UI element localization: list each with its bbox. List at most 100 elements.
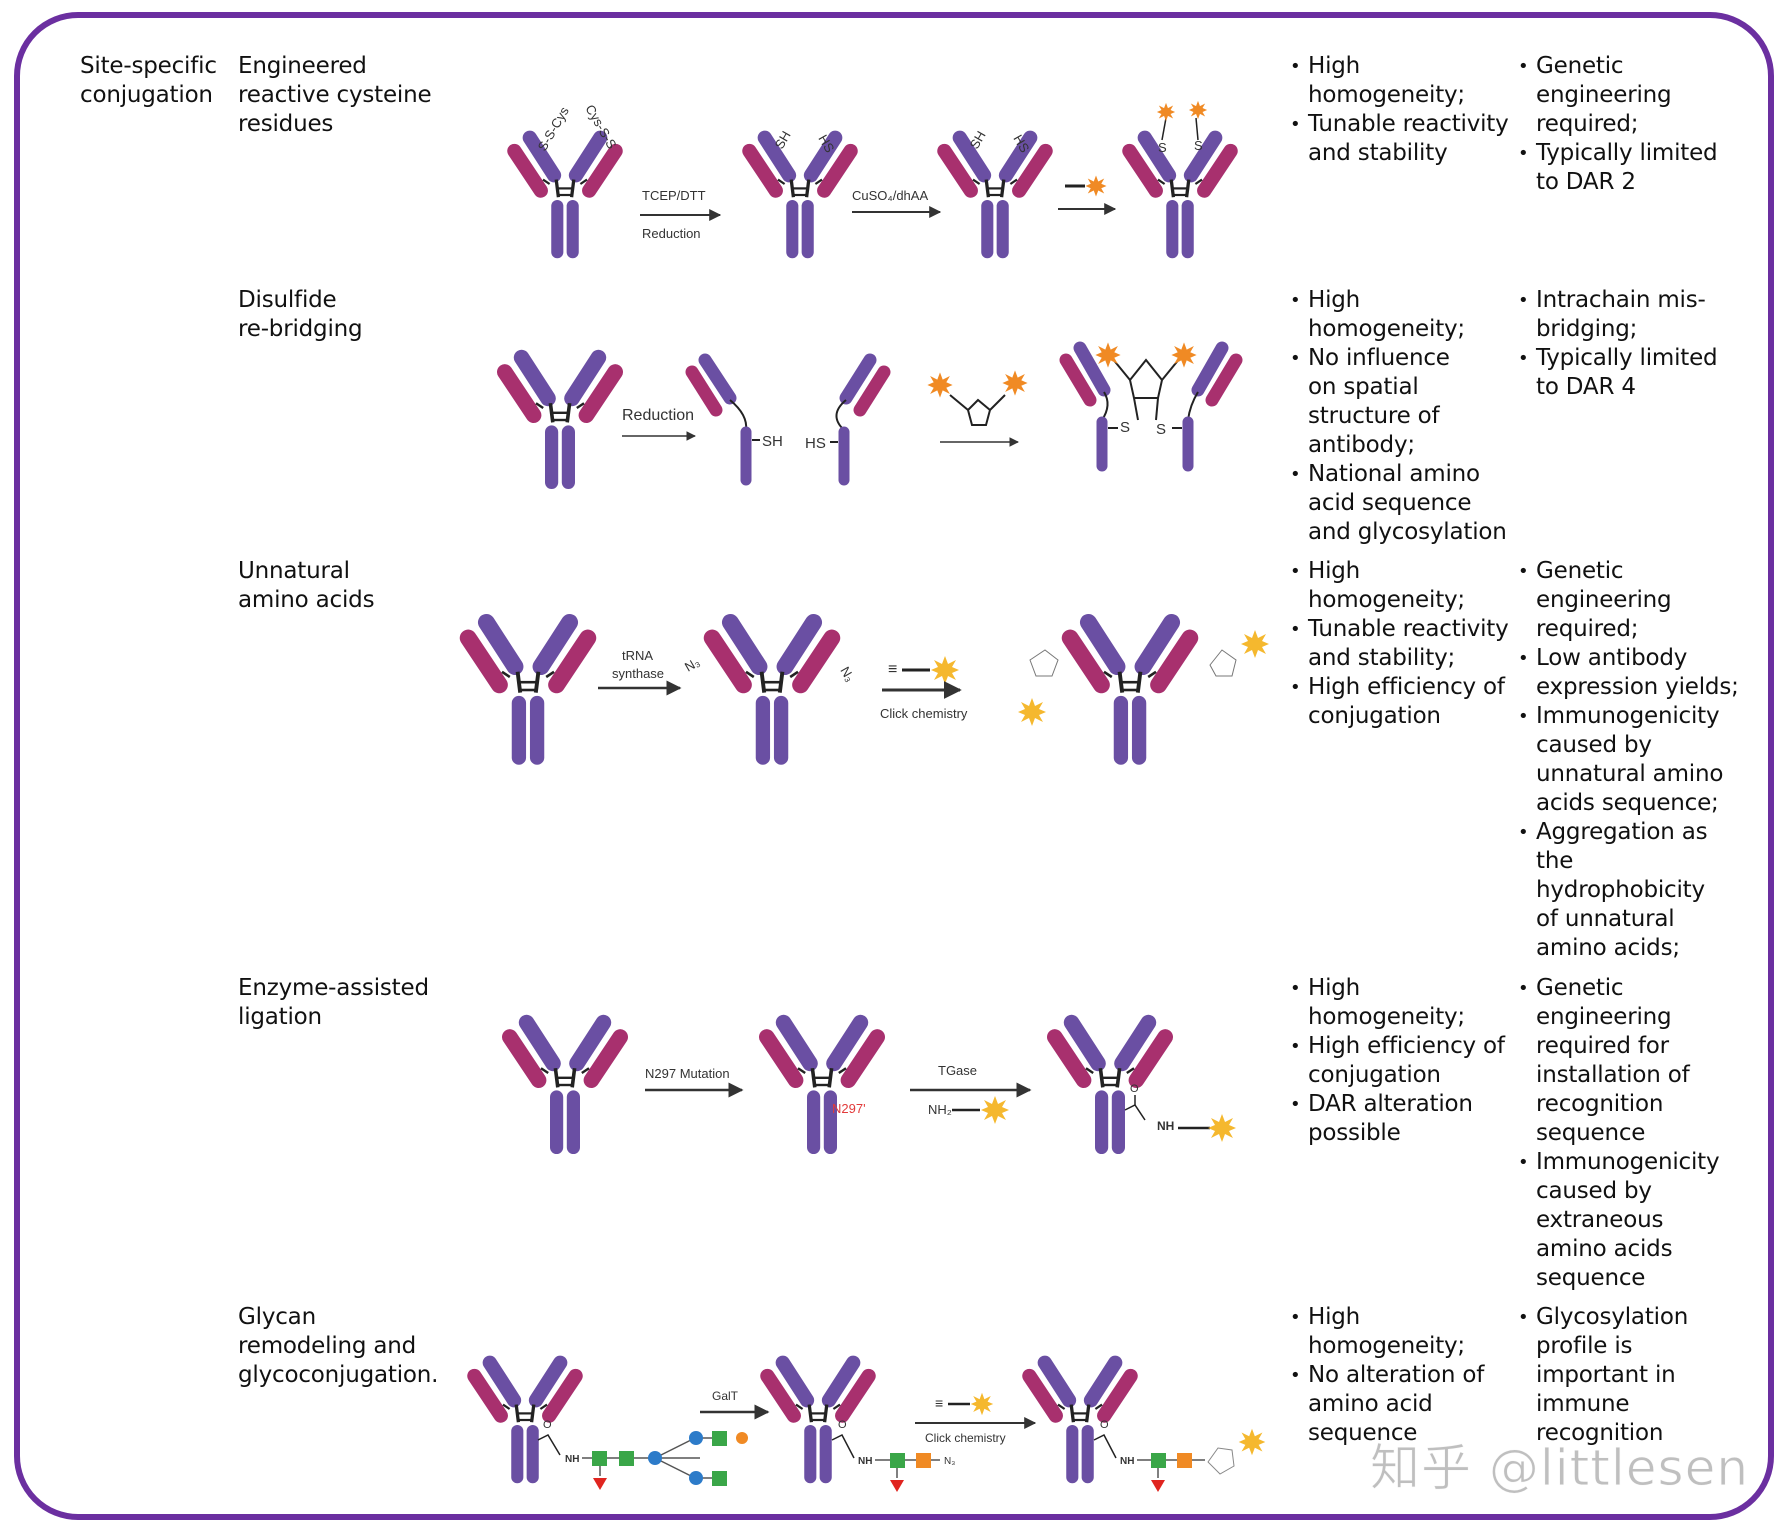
bullet-continuation: installation of xyxy=(1518,1061,1719,1090)
bullet-text: to DAR 4 xyxy=(1536,374,1636,400)
bullet-continuation: required; xyxy=(1518,615,1739,644)
bullet-text: of unnatural xyxy=(1536,906,1675,932)
bullet-continuation: unnatural amino xyxy=(1518,760,1739,789)
bullet-continuation: homogeneity; xyxy=(1290,81,1509,110)
bullet-text: acids sequence; xyxy=(1536,790,1719,816)
bullet-icon: • xyxy=(1518,143,1529,164)
bullet-line: •Typically limited xyxy=(1518,344,1718,373)
bullet-continuation: to DAR 4 xyxy=(1518,373,1717,402)
method-line: Glycan xyxy=(238,1304,316,1330)
bullet-icon: • xyxy=(1290,290,1301,311)
bullet-line: •Genetic xyxy=(1518,557,1739,586)
bullet-line: • Intrachain mis- xyxy=(1518,286,1717,315)
bullet-continuation: homogeneity; xyxy=(1290,1332,1484,1361)
bullet-line: • Genetic xyxy=(1518,52,1717,81)
bullet-text: Immunogenicity xyxy=(1536,1149,1720,1175)
bullet-text: acid sequence xyxy=(1308,490,1472,516)
watermark: 知乎 @littlesen xyxy=(1369,1439,1750,1498)
bullet-line: •Aggregation as xyxy=(1518,818,1739,847)
bullet-icon: • xyxy=(1518,1307,1529,1328)
bullet-continuation: profile is xyxy=(1518,1332,1688,1361)
bullet-text: recognition xyxy=(1536,1420,1664,1446)
bullet-icon: • xyxy=(1518,56,1529,77)
bullet-text: sequence xyxy=(1536,1120,1646,1146)
bullet-line: • National amino xyxy=(1290,460,1507,489)
bullet-continuation: bridging; xyxy=(1518,315,1717,344)
bullet-line: •Glycosylation xyxy=(1518,1303,1688,1332)
bullet-text: expression yields; xyxy=(1536,674,1739,700)
method-line: Disulfide xyxy=(238,287,337,313)
bullet-continuation: amino acid xyxy=(1290,1390,1484,1419)
bullet-icon: • xyxy=(1518,1152,1529,1173)
bullet-continuation: possible xyxy=(1290,1119,1505,1148)
bullet-text: High xyxy=(1308,53,1361,79)
bullet-line: •Low antibody xyxy=(1518,644,1739,673)
bullet-text: immune xyxy=(1536,1391,1630,1417)
bullet-icon: • xyxy=(1290,114,1301,135)
bullet-text: profile is xyxy=(1536,1333,1633,1359)
method-line: reactive cysteine xyxy=(238,82,432,108)
bullet-continuation: recognition xyxy=(1518,1090,1719,1119)
bullet-text: conjugation xyxy=(1308,1062,1441,1088)
bullet-line: • High xyxy=(1290,286,1507,315)
bullet-text: important in xyxy=(1536,1362,1676,1388)
bullet-text: No alteration of xyxy=(1308,1362,1485,1388)
bullet-text: caused by xyxy=(1536,732,1652,758)
bullet-continuation: engineering xyxy=(1518,586,1739,615)
bullet-line: •High xyxy=(1290,1303,1484,1332)
bullet-line: •High efficiency of xyxy=(1290,673,1509,702)
bullet-icon: • xyxy=(1518,290,1529,311)
bullet-text: Genetic xyxy=(1536,53,1624,79)
bullet-text: caused by xyxy=(1536,1178,1652,1204)
bullet-continuation: conjugation xyxy=(1290,1061,1505,1090)
bullet-icon: • xyxy=(1290,978,1301,999)
bullet-text: homogeneity; xyxy=(1308,1004,1465,1030)
bullet-text: structure of xyxy=(1308,403,1440,429)
disadvantages-row-2: • Intrachain mis-bridging;•Typically limi… xyxy=(1518,286,1718,402)
bullet-text: possible xyxy=(1308,1120,1401,1146)
bullet-text: National amino xyxy=(1308,461,1480,487)
bullet-icon: • xyxy=(1518,978,1529,999)
bullet-text: recognition xyxy=(1536,1091,1664,1117)
bullet-text: sequence xyxy=(1308,1420,1418,1446)
bullet-text: High efficiency of xyxy=(1308,1033,1505,1059)
bullet-text: the xyxy=(1536,848,1574,874)
category-line: conjugation xyxy=(80,82,213,108)
bullet-text: High xyxy=(1308,287,1361,313)
bullet-continuation: homogeneity; xyxy=(1290,1003,1505,1032)
bullet-text: Tunable reactivity xyxy=(1308,111,1509,137)
bullet-text: engineering xyxy=(1536,1004,1672,1030)
bullet-text: extraneous xyxy=(1536,1207,1664,1233)
bullet-continuation: engineering xyxy=(1518,1003,1719,1032)
method-label-enzyme-assisted: Enzyme-assisted ligation xyxy=(238,974,429,1032)
bullet-text: Genetic xyxy=(1536,975,1624,1001)
bullet-icon: • xyxy=(1290,464,1301,485)
bullet-line: •High xyxy=(1290,52,1509,81)
bullet-continuation: homogeneity; xyxy=(1290,315,1507,344)
bullet-text: conjugation xyxy=(1308,703,1441,729)
bullet-line: • Genetic xyxy=(1518,974,1719,1003)
bullet-text: installation of xyxy=(1536,1062,1690,1088)
bullet-line: •No influence xyxy=(1290,344,1507,373)
bullet-continuation: required; xyxy=(1518,110,1717,139)
method-line: glycoconjugation. xyxy=(238,1362,439,1388)
bullet-icon: • xyxy=(1290,619,1301,640)
bullet-continuation: structure of xyxy=(1290,402,1507,431)
bullet-continuation: the xyxy=(1518,847,1739,876)
bullet-text: amino acid xyxy=(1308,1391,1433,1417)
method-label-disulfide-rebridging: Disulfide re-bridging xyxy=(238,286,363,344)
bullet-continuation: extraneous xyxy=(1518,1206,1719,1235)
bullet-text: homogeneity; xyxy=(1308,587,1465,613)
bullet-text: Typically limited xyxy=(1536,140,1718,166)
bullet-text: Intrachain mis- xyxy=(1536,287,1706,313)
bullet-continuation: on spatial xyxy=(1290,373,1507,402)
bullet-icon: • xyxy=(1518,822,1529,843)
category-line: Site-specific xyxy=(80,53,217,79)
